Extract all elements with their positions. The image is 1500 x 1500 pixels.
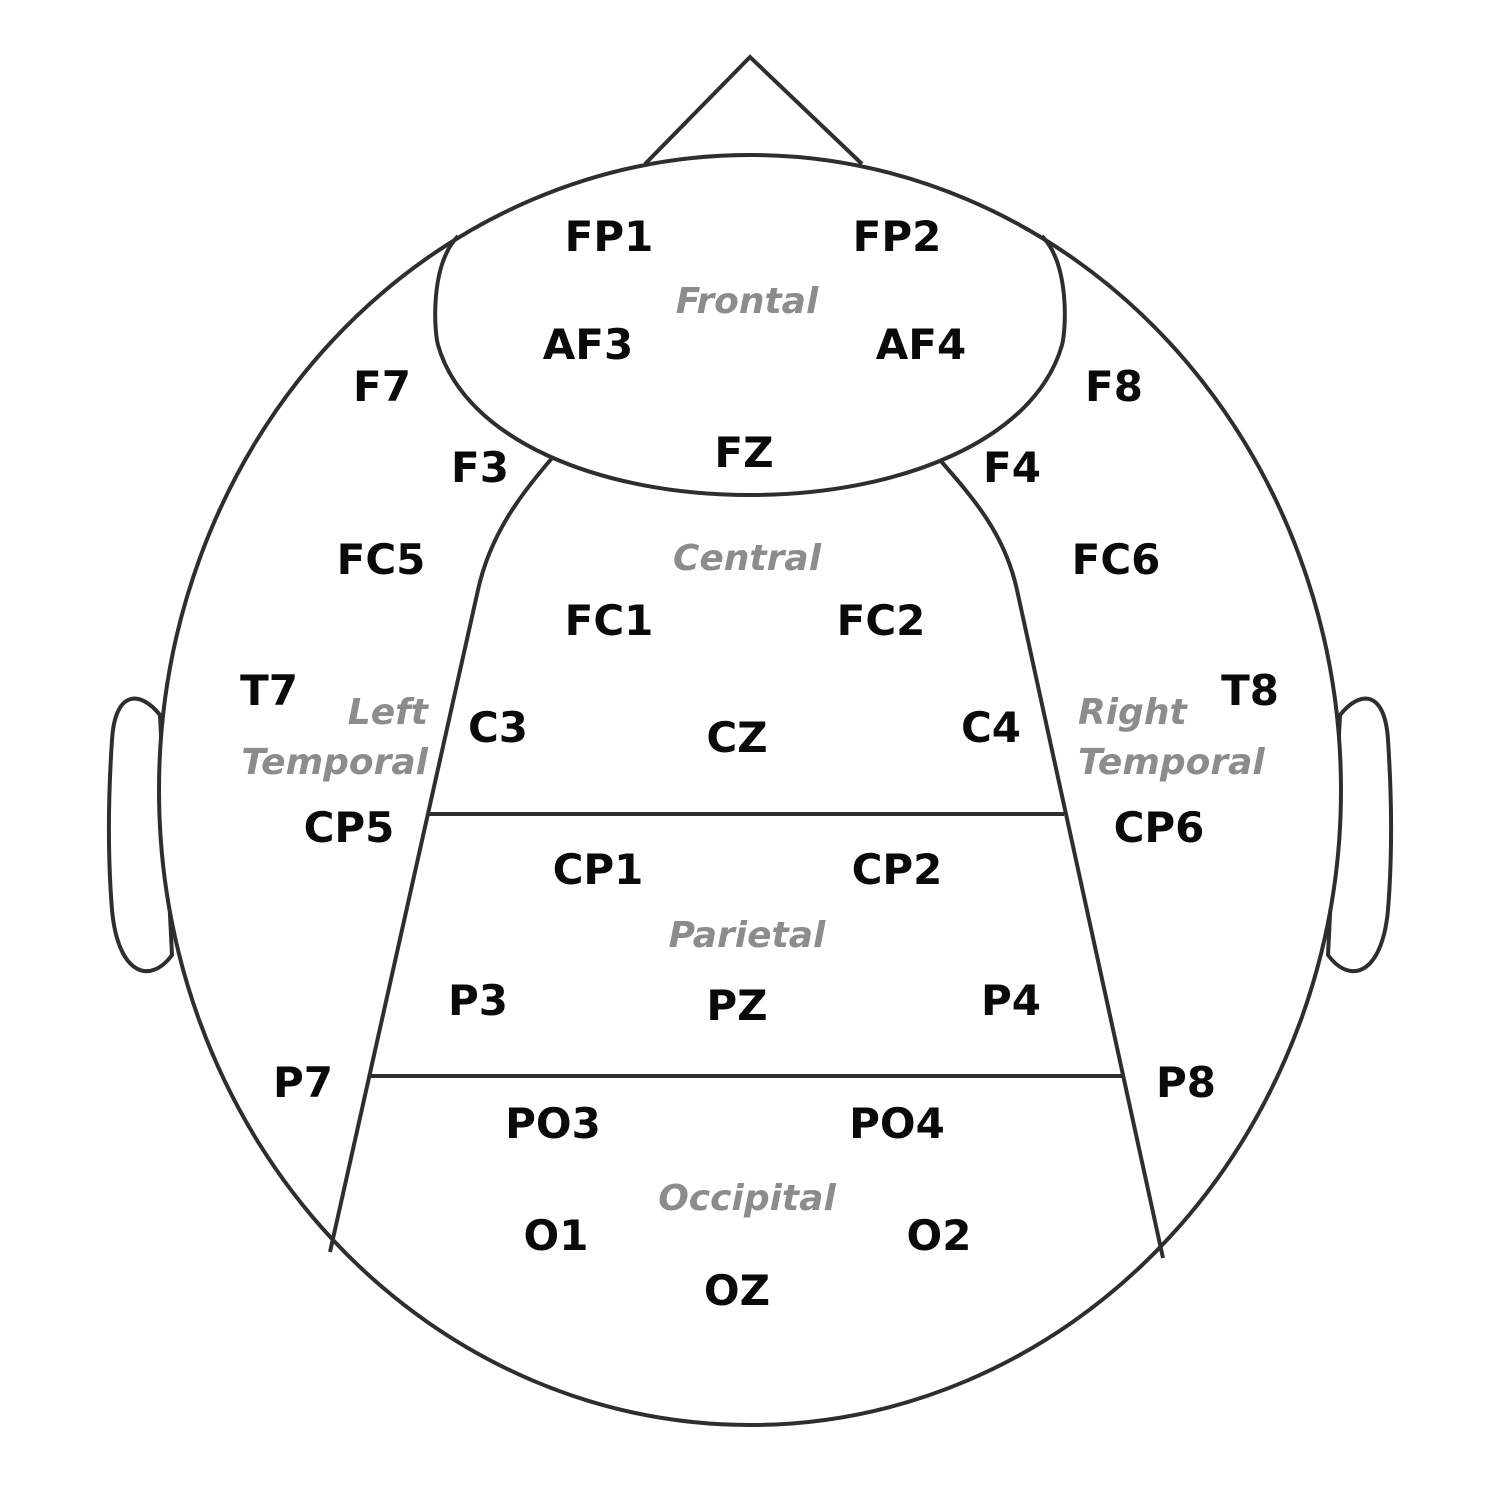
electrode-label-fp2: FP2	[853, 212, 942, 261]
region-label-parietal: Parietal	[669, 915, 826, 956]
electrode-label-cp2: CP2	[852, 845, 943, 894]
electrode-label-fp1: FP1	[565, 212, 654, 261]
nose-shape	[643, 54, 864, 166]
left-temporal-boundary	[328, 455, 555, 1253]
region-label-occipital: Occipital	[658, 1178, 836, 1219]
electrode-label-fc5: FC5	[337, 535, 426, 584]
electrode-label-po3: PO3	[505, 1099, 601, 1148]
electrode-label-p4: P4	[981, 976, 1041, 1025]
electrode-label-c4: C4	[961, 703, 1021, 752]
electrode-label-o1: O1	[524, 1211, 589, 1260]
electrode-label-cp1: CP1	[553, 845, 644, 894]
region-label-left-temporal-line2: Temporal	[241, 742, 428, 783]
right-ear-shape	[1325, 696, 1393, 974]
region-label-left-temporal-line1: Left	[348, 692, 430, 733]
right-temporal-boundary	[938, 458, 1165, 1259]
frontal-region-boundary	[433, 234, 1067, 497]
electrode-label-t8: T8	[1221, 666, 1279, 715]
electrode-label-f8: F8	[1085, 362, 1143, 411]
electrode-label-fc1: FC1	[565, 596, 654, 645]
electrode-label-fc2: FC2	[837, 596, 926, 645]
electrode-label-fc6: FC6	[1072, 535, 1161, 584]
electrode-label-f3: F3	[451, 443, 509, 492]
electrode-label-f4: F4	[983, 443, 1041, 492]
head-outline	[157, 153, 1343, 1427]
left-ear-shape	[107, 696, 175, 974]
electrode-label-fz: FZ	[714, 428, 773, 477]
electrode-label-p3: P3	[448, 976, 508, 1025]
electrode-label-oz: OZ	[704, 1266, 770, 1315]
electrode-label-cp5: CP5	[304, 803, 395, 852]
electrode-label-pz: PZ	[706, 981, 767, 1030]
electrode-label-cp6: CP6	[1114, 803, 1205, 852]
electrode-label-p7: P7	[273, 1058, 333, 1107]
electrode-label-o2: O2	[907, 1211, 972, 1260]
electrode-label-c3: C3	[468, 703, 528, 752]
electrode-label-cz: CZ	[706, 713, 767, 762]
electrode-label-t7: T7	[240, 666, 298, 715]
region-label-right-temporal-line2: Temporal	[1078, 742, 1265, 783]
electrode-label-af3: AF3	[543, 320, 633, 369]
region-label-central: Central	[673, 538, 822, 579]
electrode-label-f7: F7	[353, 362, 411, 411]
electrode-label-po4: PO4	[849, 1099, 945, 1148]
region-label-right-temporal-line1: Right	[1078, 692, 1188, 733]
electrode-label-af4: AF4	[876, 320, 966, 369]
electrode-label-p8: P8	[1156, 1058, 1216, 1107]
region-label-frontal: Frontal	[676, 281, 819, 322]
